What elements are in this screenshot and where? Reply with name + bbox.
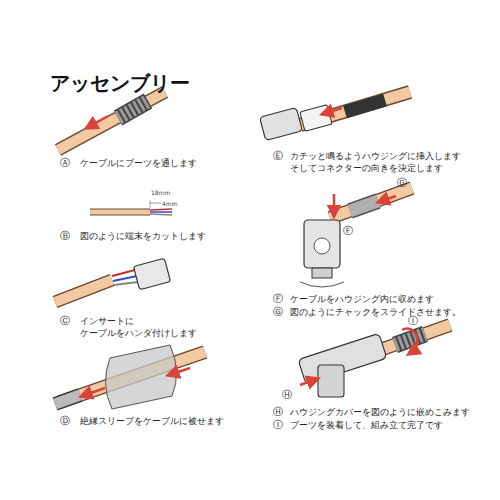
callout-letter: Ⓕ	[343, 224, 353, 238]
callout-letter: Ⓖ	[397, 176, 407, 190]
cable-outline	[330, 188, 412, 218]
step-caption: 図のようにチャックをスライドさせます。	[290, 306, 461, 318]
arrow	[172, 368, 190, 374]
step-letter: Ⓐ	[60, 156, 70, 170]
step-fg-figure	[300, 188, 412, 287]
step-caption: ブーツを装着して、組み立て完了です	[290, 419, 443, 431]
cable	[58, 92, 165, 150]
wire	[150, 214, 172, 215]
boot-outline	[118, 101, 148, 118]
arrow	[300, 380, 314, 385]
step-b-figure	[90, 200, 172, 215]
step-letter: Ⓖ	[273, 305, 283, 319]
callout-letter: Ⓗ	[282, 388, 292, 402]
step-letter: Ⓘ	[273, 418, 283, 432]
step-hi-figure	[298, 325, 450, 397]
step-letter: Ⓑ	[60, 229, 70, 243]
step-e-figure	[260, 92, 410, 141]
pin-face	[314, 238, 330, 254]
housing	[260, 107, 303, 140]
housing	[304, 220, 340, 268]
arrow	[326, 108, 342, 113]
wire	[114, 282, 138, 285]
callout-letter: Ⓘ	[408, 314, 418, 328]
step-a-figure	[58, 92, 165, 150]
wire	[150, 209, 172, 210]
cable-outline	[380, 325, 450, 350]
wire	[150, 211, 172, 213]
sleeve	[345, 100, 385, 112]
insulation-sleeve	[105, 345, 176, 409]
chuck-outline	[350, 201, 378, 211]
step-d-figure	[55, 345, 205, 409]
rotation-guide	[300, 282, 344, 287]
housing-tip	[312, 268, 332, 278]
step-letter: Ⓓ	[60, 414, 70, 428]
insert	[133, 258, 170, 289]
step-caption: インサートに ケーブルをハンダ付けします	[80, 315, 197, 339]
dimension: 18mm	[150, 189, 171, 197]
insert	[300, 105, 332, 132]
diagram-title: アッセンブリー	[50, 70, 190, 97]
step-letter: Ⓒ	[60, 314, 70, 328]
extension-line	[150, 200, 151, 208]
step-caption: 図のように端末をカットします	[80, 230, 206, 242]
step-letter: Ⓕ	[273, 292, 283, 306]
dimension: 4mm	[161, 200, 179, 208]
step-caption: 絶縁スリーブをケーブルに被せます	[80, 415, 224, 427]
insert-outline	[55, 395, 80, 404]
boot	[118, 101, 148, 118]
boot	[395, 334, 425, 345]
wire	[113, 276, 137, 281]
arrow	[85, 388, 105, 395]
step-c-figure	[55, 258, 171, 302]
housing-cover	[318, 365, 344, 397]
cable	[330, 188, 412, 218]
cable	[90, 210, 150, 215]
chuck	[350, 201, 378, 211]
insert	[55, 395, 80, 404]
cable-outline	[58, 92, 165, 150]
step-caption: ハウジングカバーを図のように嵌めこみます	[290, 406, 470, 418]
cable-outline	[90, 209, 150, 216]
cable	[55, 280, 112, 302]
boot-outline	[395, 334, 425, 345]
arrow	[90, 116, 108, 126]
cable	[380, 325, 450, 350]
step-letter: Ⓗ	[273, 405, 283, 419]
step-caption: ケーブルにブーツを通します	[80, 157, 197, 169]
wire	[112, 270, 135, 276]
rotate-arrow	[402, 328, 417, 352]
step-letter: Ⓔ	[273, 149, 283, 163]
step-caption: カチッと鳴るようハウジングに挿入します そしてコネクターの向きを決定します	[290, 150, 461, 174]
cable-outline	[55, 280, 112, 302]
arrow	[333, 194, 336, 212]
arrow	[382, 196, 396, 201]
step-caption: ケーブルをハウジング内に収めます	[290, 293, 434, 305]
